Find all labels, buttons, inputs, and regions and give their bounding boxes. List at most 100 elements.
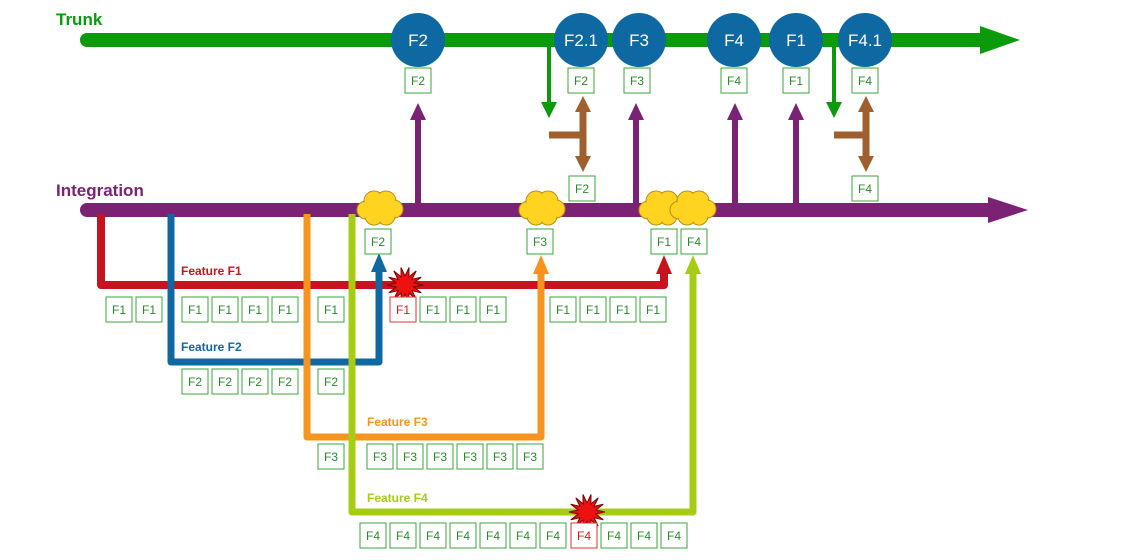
hotfix-up-arrowhead [575,96,591,112]
release-label: F1 [786,31,806,50]
release-label: F4.1 [848,31,882,50]
commit-box-frame [486,443,514,470]
release-circle [554,13,608,67]
commit-box-label: F2 [278,375,292,389]
release-node: F2.1 [554,13,608,67]
hotfix-branch-drops [541,44,842,118]
commit-box: F3 [456,443,484,470]
commit-box: F1 [317,296,345,323]
commit-box-frame [241,296,269,323]
feature-f3-label: Feature F3 [367,415,428,429]
merge-cloud [669,190,717,226]
commit-box: F3 [426,443,454,470]
commit-box: F3 [516,443,544,470]
commit-box: F4 [419,522,447,549]
commit-box-label: F2 [574,74,588,88]
commit-box-frame [600,522,628,549]
commit-box-label: F3 [493,450,507,464]
commit-box-frame [181,368,209,395]
commit-box-label: F2 [411,74,425,88]
commit-box-label: F1 [456,303,470,317]
release-label: F3 [629,31,649,50]
commit-box-label: F1 [278,303,292,317]
commit-box-label: F1 [486,303,500,317]
commit-box: F1 [449,296,477,323]
commit-box-label: F1 [556,303,570,317]
commit-box-frame [389,522,417,549]
commit-box-frame [479,522,507,549]
commit-box-label: F3 [373,450,387,464]
commit-box-label: F3 [630,74,644,88]
commit-box-label: F1 [657,235,671,249]
commit-box-frame [509,522,537,549]
commit-box-label: F1 [218,303,232,317]
commit-box-frame [680,228,708,255]
conflict-bursts [386,267,606,530]
commit-box-label: F4 [426,529,440,543]
commit-box-label: F1 [112,303,126,317]
commit-box-label: F1 [142,303,156,317]
commit-box-label: F1 [248,303,262,317]
promotion-arrowhead [788,103,804,120]
feature-f1-arrowhead [656,255,672,274]
release-circle [612,13,666,67]
commit-box: F1 [579,296,607,323]
commit-box-frame [211,368,239,395]
commit-box-label: F2 [371,235,385,249]
commit-box-frame [539,522,567,549]
commit-box: F3 [366,443,394,470]
release-node: F4.1 [838,13,892,67]
commit-box: F4 [359,522,387,549]
commit-box-frame [526,228,554,255]
feature-f2-arrowhead [371,253,387,272]
commit-box: F4 [630,522,658,549]
commit-box: F4 [509,522,537,549]
commit-box: F1 [650,228,678,255]
commit-box-label: F2 [188,375,202,389]
commit-box-label: F1 [646,303,660,317]
integration-arrowhead [988,197,1028,223]
commit-box: F1 [782,67,810,94]
commit-box-label: F4 [637,529,651,543]
commit-box: F4 [479,522,507,549]
feature-f2-branch: Feature F2 [167,214,387,366]
conflict-burst [386,267,424,303]
commit-box-label: F4 [727,74,741,88]
commit-box: F3 [623,67,651,94]
commit-box: F1 [609,296,637,323]
commit-box-frame [456,443,484,470]
release-circle [769,13,823,67]
commit-box-label: F4 [366,529,380,543]
commit-box: F1 [549,296,577,323]
commit-box-frame [639,296,667,323]
commit-box-label: F4 [858,74,872,88]
commit-box-frame [516,443,544,470]
commit-box-frame [449,522,477,549]
integration-title: Integration [56,181,144,200]
commit-box-frame [720,67,748,94]
promotion-arrowhead [628,103,644,120]
commit-box-label: F1 [426,303,440,317]
feature-f4-branch: Feature F4 [348,214,701,516]
commit-box-frame [396,443,424,470]
commit-box: F4 [660,522,688,549]
commit-box-frame [419,296,447,323]
release-circle [707,13,761,67]
commit-box: F2 [211,368,239,395]
merge-clouds [356,190,717,226]
commit-box: F2 [241,368,269,395]
commit-box-label: F1 [586,303,600,317]
hotfix-down-arrowhead [858,156,874,172]
release-circle [838,13,892,67]
commit-box: F3 [526,228,554,255]
hotfix-connectors [549,96,874,172]
commit-box-frame [366,443,394,470]
feature-f1-label: Feature F1 [181,264,242,278]
feature-f2-path [167,214,383,366]
commit-box-label: F1 [616,303,630,317]
commit-box-label: F4 [577,529,591,543]
commit-box-label: F4 [858,182,872,196]
commit-box: F4 [600,522,628,549]
commit-box: F3 [486,443,514,470]
commit-box: F2 [404,67,432,94]
